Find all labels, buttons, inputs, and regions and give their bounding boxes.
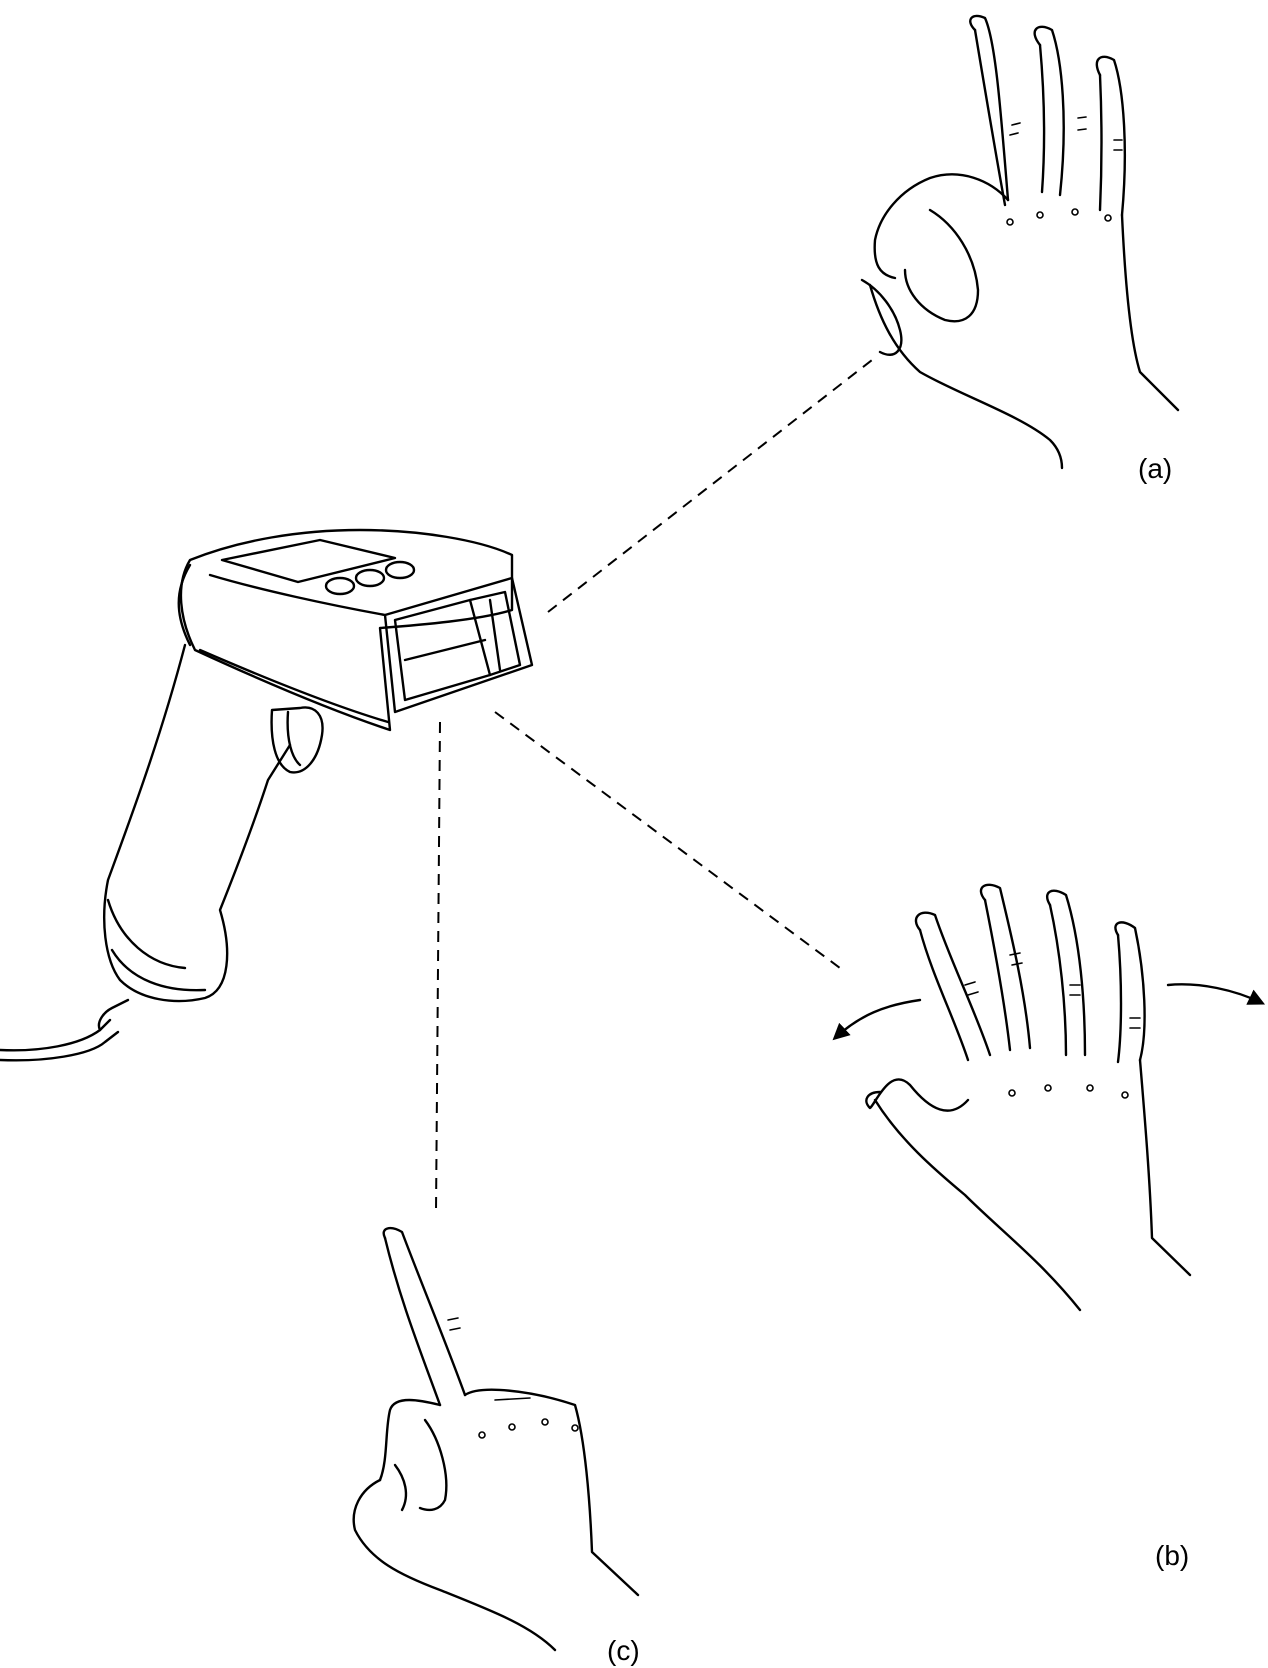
label-b: (b): [1155, 1540, 1189, 1571]
link-line-a: [547, 359, 873, 613]
pointing-finger-gesture-icon: [352, 1226, 640, 1652]
link-line-b: [494, 711, 841, 969]
ok-hand-gesture-icon: [860, 14, 1180, 470]
wave-left-arrow: [832, 998, 922, 1041]
link-line-c: [435, 721, 441, 1213]
label-c: (c): [607, 1635, 640, 1666]
label-a: (a): [1138, 453, 1172, 484]
barcode-scanner-icon: [0, 528, 534, 1062]
wave-right-arrow: [1166, 983, 1266, 1005]
open-hand-wave-gesture-icon: [832, 883, 1266, 1312]
